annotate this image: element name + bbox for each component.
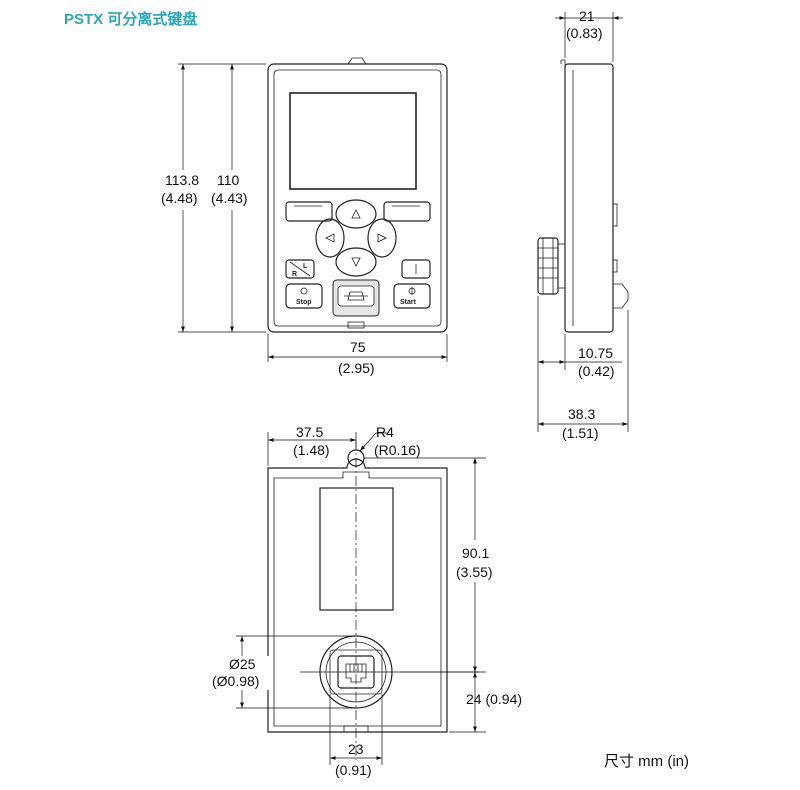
side-clip-bottom xyxy=(612,259,618,273)
hole-width-inch: (0.91) xyxy=(335,762,372,778)
remote-label: R xyxy=(292,271,297,278)
height-total-inch: (4.48) xyxy=(161,190,198,206)
height-body-inch: (4.43) xyxy=(211,190,248,206)
side-latch xyxy=(613,283,629,309)
centers-inch: (3.55) xyxy=(456,564,493,580)
rear-window xyxy=(319,487,394,611)
navigation-pad xyxy=(315,199,397,277)
hole-dia-inch: (Ø0.98) xyxy=(212,673,259,689)
width-value: 75 xyxy=(350,339,366,355)
rear-view: 37.5 (1.48) R4 (R0.16) 90.1 (3.55) 24 (0… xyxy=(210,424,522,778)
soft-key-right xyxy=(383,201,431,222)
stop-label: Stop xyxy=(296,299,312,306)
units-note: 尺寸 mm (in) xyxy=(604,753,689,770)
rear-outline xyxy=(267,458,448,733)
local-label: L xyxy=(303,263,308,270)
stop-key xyxy=(285,283,323,309)
depth-total-inch: (1.51) xyxy=(562,425,599,441)
start-label: Start xyxy=(400,299,417,306)
hole-dia-value: Ø25 xyxy=(229,656,256,672)
height-total-value: 113.8 xyxy=(165,172,199,188)
centers-value: 90.1 xyxy=(462,545,489,561)
local-remote-key xyxy=(285,259,315,279)
side-view: 21 (0.83) 10.75 (0.42) 38.3 (1.51) xyxy=(537,8,629,441)
bottom-offset-value: 24 (0.94) xyxy=(466,691,522,707)
display-screen xyxy=(289,92,417,190)
side-clip-top xyxy=(612,203,618,227)
height-body-value: 110 xyxy=(217,172,240,188)
help-key xyxy=(401,259,431,279)
hole-width-value: 23 xyxy=(348,741,364,757)
depth-top-inch: (0.83) xyxy=(566,25,603,41)
cable-gland xyxy=(537,237,566,295)
depth-top-value: 21 xyxy=(579,8,595,24)
top-tab xyxy=(347,57,367,65)
side-body xyxy=(564,63,614,333)
half-width-value: 37.5 xyxy=(296,424,323,440)
radius-value: R4 xyxy=(376,424,394,440)
keypad-inner-body xyxy=(273,69,442,327)
front-view: L R Stop Start 113.8 (4.48) 110 (4.43) 7… xyxy=(160,57,448,376)
connector-inch: (0.42) xyxy=(578,363,615,379)
half-width-inch: (1.48) xyxy=(293,442,330,458)
page-title: PSTX 可分离式键盘 xyxy=(64,11,198,28)
radius-inch: (R0.16) xyxy=(374,442,421,458)
connector-value: 10.75 xyxy=(578,345,613,361)
width-inch: (2.95) xyxy=(338,360,375,376)
stop-icon xyxy=(300,287,308,295)
start-key xyxy=(393,283,431,309)
soft-key-left xyxy=(285,201,333,222)
depth-total-value: 38.3 xyxy=(568,406,595,422)
